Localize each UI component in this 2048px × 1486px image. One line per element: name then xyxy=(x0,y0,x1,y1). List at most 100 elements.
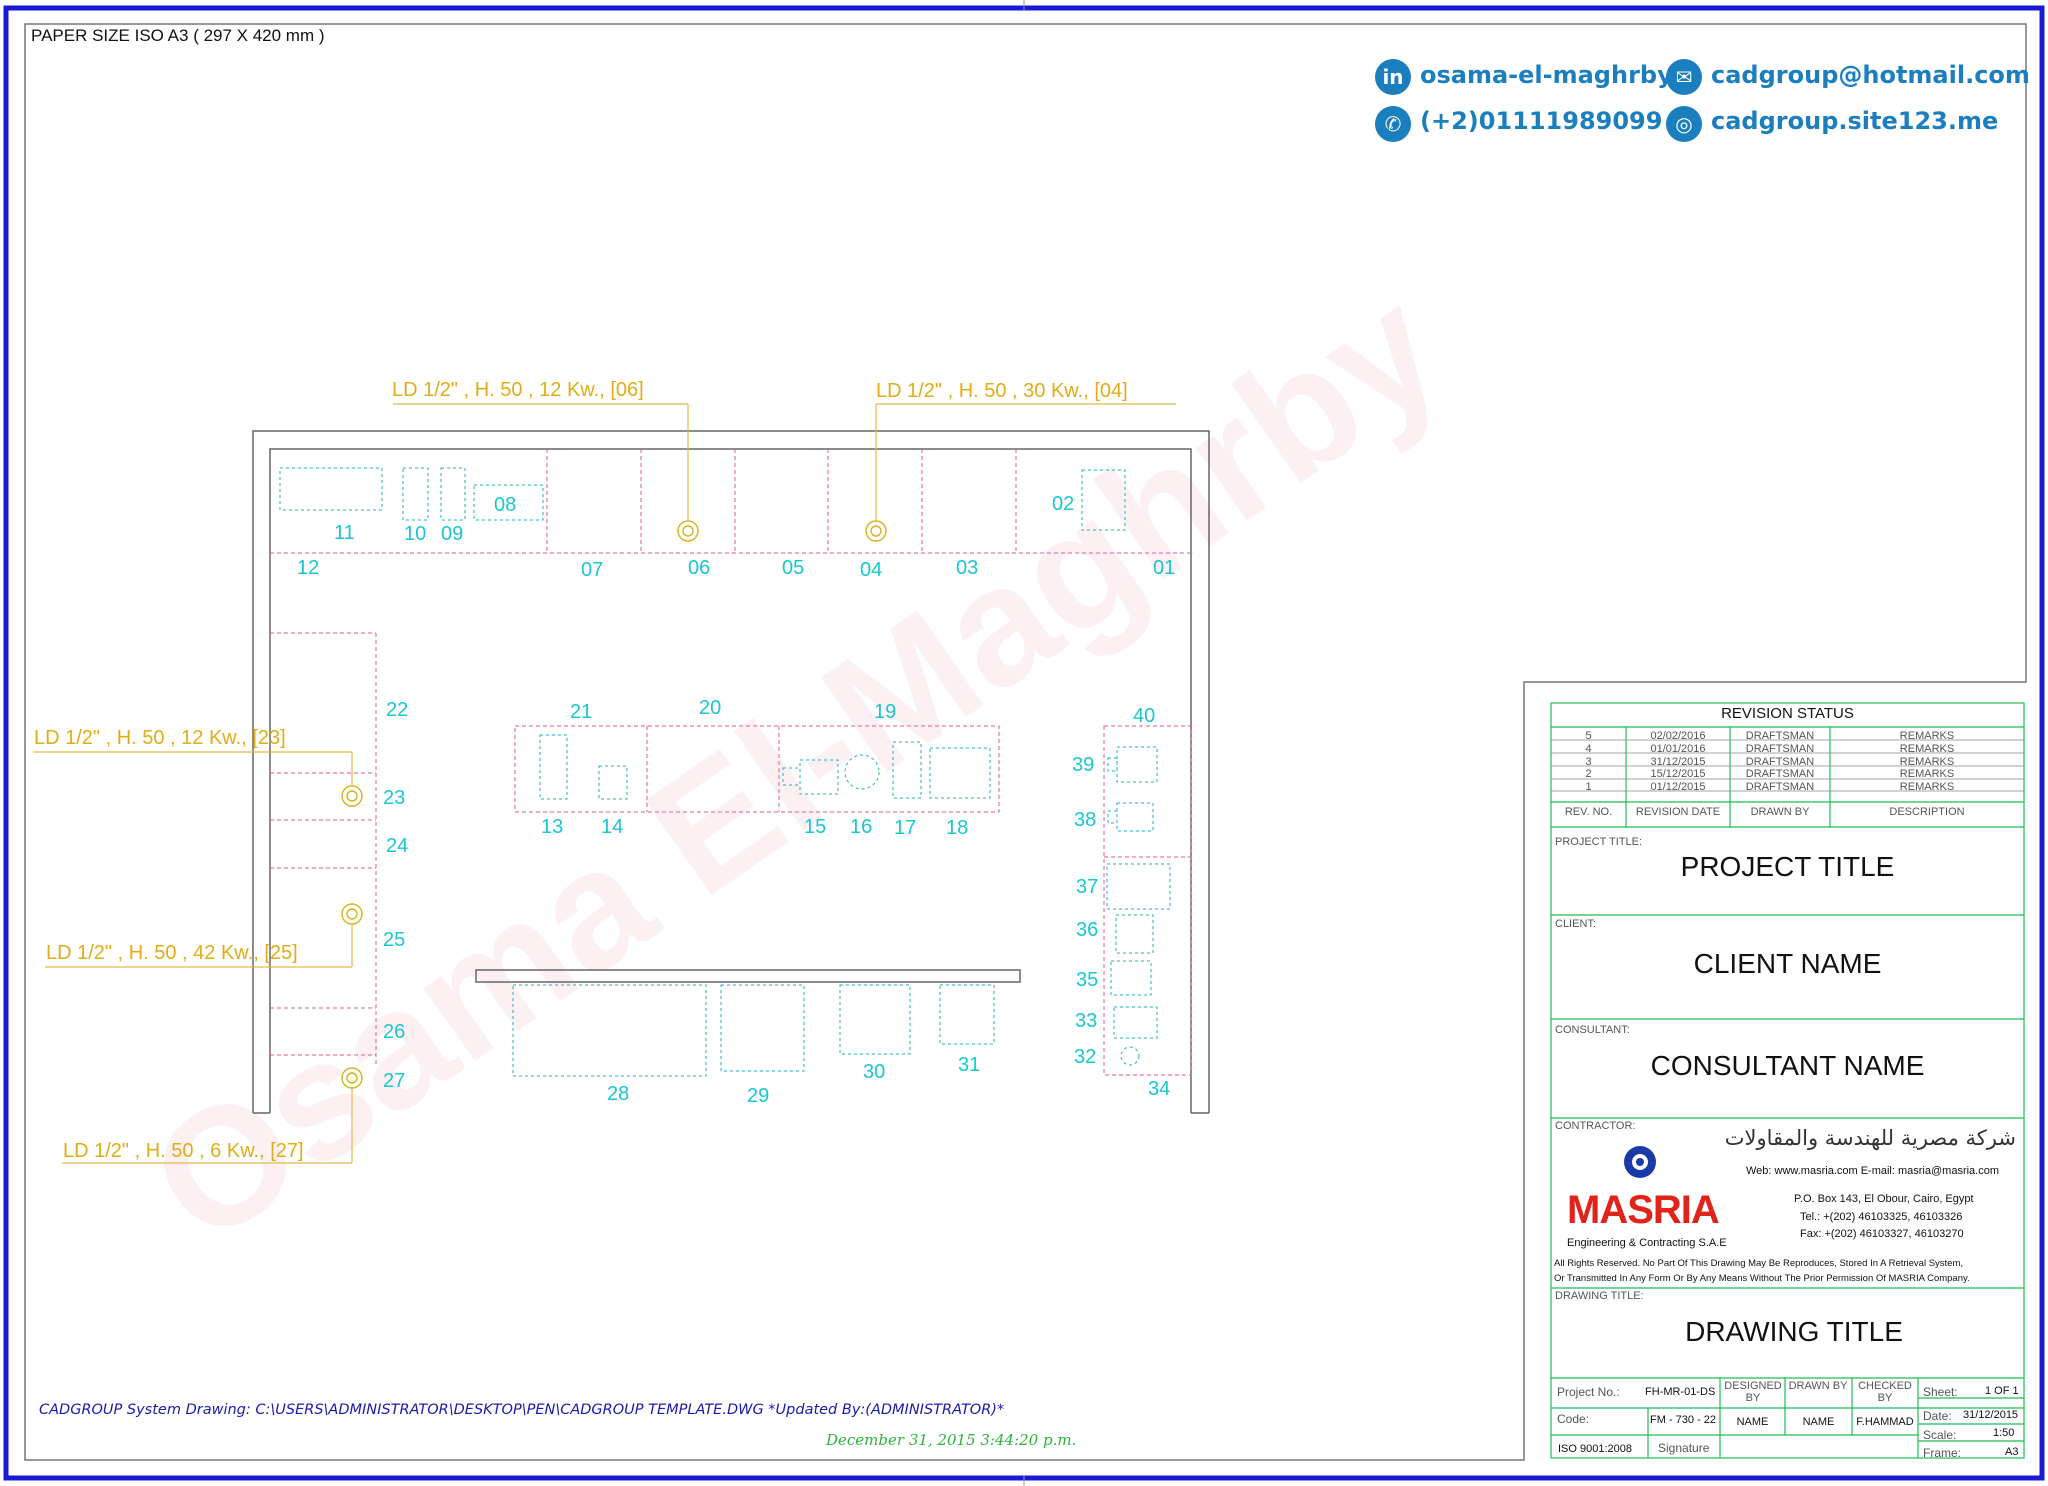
contractor-arabic-name: شركة مصرية للهندسة والمقاولات xyxy=(1724,1126,2016,1150)
item-39: 39 xyxy=(1072,754,1094,776)
signature-label: Signature xyxy=(1658,1441,1710,1455)
rev-no: 4 xyxy=(1585,743,1592,755)
sheet-label: Sheet: xyxy=(1923,1385,1958,1399)
inner-border xyxy=(24,23,2027,1461)
scale-label: Scale: xyxy=(1923,1428,1957,1442)
contractor-web: Web: www.masria.com E-mail: masria@masri… xyxy=(1746,1165,2000,1177)
title-block xyxy=(1550,702,2025,1459)
rev-by: DRAFTSMAN xyxy=(1745,781,1815,793)
rev-header-desc: DESCRIPTION xyxy=(1889,806,1965,818)
contractor-tel: Tel.: +(202) 46103325, 46103326 xyxy=(1800,1211,1963,1223)
globe-icon: ◎ xyxy=(1666,106,1702,142)
wall-outer xyxy=(252,430,1210,1113)
item-13: 13 xyxy=(541,816,563,838)
item-20: 20 xyxy=(699,697,721,719)
item-04: 04 xyxy=(860,559,882,581)
consultant-name: CONSULTANT NAME xyxy=(1650,1050,1925,1081)
callout-23: LD 1/2" , H. 50 , 12 Kw., [23] xyxy=(34,727,286,749)
rev-by: DRAFTSMAN xyxy=(1745,756,1815,768)
email-icon: ✉ xyxy=(1666,59,1702,95)
code-label: Code: xyxy=(1557,1412,1590,1426)
callout-04: LD 1/2" , H. 50 , 30 Kw., [04] xyxy=(876,380,1128,402)
drawn-by: NAME xyxy=(1802,1416,1835,1428)
iso-value: ISO 9001:2008 xyxy=(1558,1443,1633,1455)
rev-no: 5 xyxy=(1585,730,1592,742)
contractor-address: P.O. Box 143, El Obour, Cairo, Egypt xyxy=(1794,1193,1974,1205)
project-no: FH-MR-01-DS xyxy=(1645,1386,1716,1398)
paper-size-label: PAPER SIZE ISO A3 ( 297 X 420 mm ) xyxy=(31,26,325,45)
client-name: CLIENT NAME xyxy=(1693,948,1882,979)
item-38: 38 xyxy=(1074,809,1096,831)
item-24: 24 xyxy=(386,835,408,857)
rev-no: 2 xyxy=(1585,768,1592,780)
rev-date: 02/02/2016 xyxy=(1650,730,1706,742)
callout-25: LD 1/2" , H. 50 , 42 Kw., [25] xyxy=(46,942,298,964)
phone-icon: ✆ xyxy=(1375,106,1411,142)
gas-points xyxy=(341,520,887,1089)
item-02: 02 xyxy=(1052,493,1074,515)
island xyxy=(514,725,1000,813)
drawing-title: DRAWING TITLE xyxy=(1685,1316,1903,1347)
code-value: FM - 730 - 22 xyxy=(1650,1414,1717,1426)
callout-leaders xyxy=(33,403,1176,1164)
item-37: 37 xyxy=(1076,876,1098,898)
item-03: 03 xyxy=(956,557,978,579)
item-21: 21 xyxy=(570,701,592,723)
item-14: 14 xyxy=(601,816,623,838)
kitchen-plan: LD 1/2" , H. 50 , 12 Kw., [06] LD 1/2" ,… xyxy=(33,379,1210,1164)
callout-06: LD 1/2" , H. 50 , 12 Kw., [06] xyxy=(392,379,644,401)
rev-header-date: REVISION DATE xyxy=(1635,806,1721,818)
top-equipment xyxy=(279,467,1126,531)
rev-by: DRAFTSMAN xyxy=(1745,743,1815,755)
item-15: 15 xyxy=(804,816,826,838)
watermark: Osama El-Maghrby xyxy=(118,253,1472,1280)
item-18: 18 xyxy=(946,817,968,839)
rev-header-no: REV. NO. xyxy=(1564,806,1613,818)
item-40: 40 xyxy=(1133,705,1155,727)
rev-no: 1 xyxy=(1585,781,1592,793)
item-33: 33 xyxy=(1075,1010,1097,1032)
item-22: 22 xyxy=(386,699,408,721)
contractor-label: CONTRACTOR: xyxy=(1555,1120,1636,1132)
project-no-label: Project No.: xyxy=(1557,1385,1620,1399)
linkedin-icon: in xyxy=(1375,59,1411,95)
item-11: 11 xyxy=(334,522,355,544)
masria-logo-icon xyxy=(1624,1146,1656,1178)
item-09: 09 xyxy=(441,523,463,545)
item-numbers: 01 02 03 04 05 06 07 08 09 10 11 12 13 1… xyxy=(297,493,1175,1107)
checked-by: F.HAMMAD xyxy=(1856,1416,1914,1428)
item-17: 17 xyxy=(894,817,916,839)
rights-line-2: Or Transmitted In Any Form Or By Any Mea… xyxy=(1554,1273,1970,1284)
item-36: 36 xyxy=(1076,919,1098,941)
item-35: 35 xyxy=(1076,969,1098,991)
frame-value: A3 xyxy=(2005,1446,2019,1458)
item-10: 10 xyxy=(404,523,426,545)
sheet-value: 1 OF 1 xyxy=(1985,1385,2019,1397)
bottom-run xyxy=(475,969,1021,1077)
phone-number[interactable]: (+2)01111989099 xyxy=(1420,107,1663,135)
item-26: 26 xyxy=(383,1021,405,1043)
project-title-label: PROJECT TITLE: xyxy=(1555,836,1643,848)
date-label: Date: xyxy=(1923,1409,1952,1423)
rev-date: 01/12/2015 xyxy=(1650,781,1706,793)
scale-value: 1:50 xyxy=(1993,1427,2015,1439)
linkedin-handle[interactable]: osama-el-maghrby xyxy=(1420,61,1673,89)
website-link[interactable]: cadgroup.site123.me xyxy=(1711,107,1999,135)
right-counter xyxy=(1103,725,1192,1076)
checked-by-label: CHECKED BY xyxy=(1858,1380,1912,1404)
email-address[interactable]: cadgroup@hotmail.com xyxy=(1711,61,2030,89)
item-23: 23 xyxy=(383,787,405,809)
contractor-fax: Fax: +(202) 46103327, 46103270 xyxy=(1800,1228,1964,1240)
item-25: 25 xyxy=(383,929,405,951)
revision-title: REVISION STATUS xyxy=(1721,705,1854,722)
client-label: CLIENT: xyxy=(1555,918,1596,930)
item-05: 05 xyxy=(782,557,804,579)
item-07: 07 xyxy=(581,559,603,581)
designed-by-label: DESIGNED BY xyxy=(1724,1380,1782,1404)
rev-by: DRAFTSMAN xyxy=(1745,730,1815,742)
item-28: 28 xyxy=(607,1083,629,1105)
item-06: 06 xyxy=(688,557,710,579)
frame-label: Frame: xyxy=(1923,1446,1962,1460)
rev-by: DRAFTSMAN xyxy=(1745,768,1815,780)
